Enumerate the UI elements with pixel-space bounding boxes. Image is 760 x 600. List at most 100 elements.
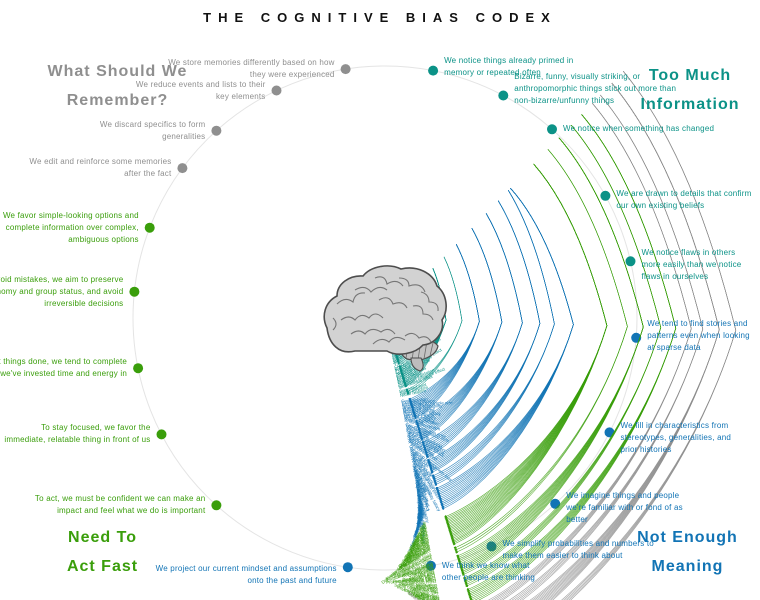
bias-marker: [455, 550, 459, 554]
bias-label: Insensitivity to sample size: [402, 400, 454, 407]
category-dot: [547, 124, 557, 135]
bias-branch: [443, 188, 574, 509]
bias-branch: [421, 227, 503, 439]
bias-label: IKEA effect: [413, 568, 436, 578]
bias-branch: [431, 200, 541, 473]
category-description: We project our current mindset and assum…: [155, 564, 337, 586]
bias-marker: [469, 598, 473, 600]
category-description: To avoid mistakes, we aim to preserve au…: [0, 274, 124, 308]
category-dot: [177, 163, 188, 174]
category-description: We think we know what other people are t…: [441, 560, 535, 582]
bias-branch: [501, 103, 692, 600]
bias-label: System justification: [400, 581, 438, 587]
bias-label: Naïve realism: [400, 388, 427, 398]
bias-branch: [552, 82, 720, 600]
bias-label: Pareidolia: [404, 416, 424, 425]
category-dot: [625, 256, 636, 267]
bias-marker: [433, 477, 436, 481]
category-description: To act, we must be confident we can make…: [34, 494, 206, 516]
category-description: Bizarre, funny, visually striking, or an…: [514, 72, 677, 106]
brain-icon: [323, 265, 447, 372]
bias-label: Illusion of external agency: [415, 487, 427, 538]
bias-branch: [442, 188, 574, 506]
category-dot: [498, 90, 509, 101]
bias-branch: [437, 188, 574, 492]
bias-branch: [435, 190, 555, 485]
bias-marker: [465, 584, 469, 588]
bias-branch: [441, 188, 574, 505]
bias-branch: [455, 149, 628, 548]
category-dot: [144, 222, 155, 233]
bias-marker: [414, 416, 417, 419]
quadrant-label-too-much-information: Too Much Information: [640, 67, 740, 113]
bias-label: Law of Triviality: [412, 591, 442, 600]
category-dot: [600, 190, 611, 201]
bias-marker: [441, 507, 445, 510]
bias-label: Social comparison bias: [394, 582, 438, 593]
bias-label: Belief bias: [420, 592, 440, 600]
brain-gyri: [332, 276, 439, 345]
category-dot: [211, 125, 222, 136]
category-dot: [156, 429, 167, 440]
bias-label: Processing difficulty effect: [386, 576, 437, 585]
bias-branch: [478, 114, 677, 600]
category-dot: [129, 286, 140, 297]
quadrant-label-not-enough-meaning: Not Enough Meaning: [637, 529, 738, 575]
quadrant-label-what-should-we-remember: What Should We Remember?: [47, 63, 188, 109]
category-dot: [604, 427, 615, 438]
bias-marker: [452, 542, 456, 546]
category-description: We store memories differently based on h…: [168, 58, 335, 80]
bias-label: Endowment effect: [401, 577, 436, 584]
bias-branch: [441, 188, 574, 503]
brain-stem: [410, 357, 424, 372]
category-description: We fill in characteristics from stereoty…: [620, 421, 732, 455]
bias-branch: [439, 188, 574, 498]
bias-label: Declinism: [416, 500, 423, 519]
bias-branch: [407, 256, 463, 394]
category-description: We favor simple-looking options and comp…: [2, 210, 139, 244]
bias-marker: [430, 470, 434, 474]
category-dot: [425, 560, 436, 571]
bias-branch: [570, 71, 737, 600]
bias-label: Hot-hand fallacy: [404, 413, 436, 423]
bias-label: Pseudocertainty effect: [393, 574, 437, 584]
quadrant-label-need-to-act-fast: Need To Act Fast: [66, 529, 139, 575]
bias-label: Illusion of asymmetric insight: [416, 489, 427, 545]
bias-label: Backfire effect: [409, 579, 437, 585]
bias-branch: [453, 163, 608, 542]
category-description: To stay focused, we favor the immediate,…: [4, 423, 151, 445]
bias-label: Loss aversion: [407, 566, 435, 578]
category-dot: [340, 64, 351, 75]
bias-label: Reactance: [417, 584, 439, 591]
bias-marker: [397, 361, 401, 365]
bias-branch: [440, 188, 574, 501]
bias-label: Ambiguity bias: [411, 588, 439, 600]
category-description: We reduce events and lists to their key …: [135, 79, 266, 101]
bias-marker: [462, 573, 465, 576]
bias-marker: [425, 455, 429, 459]
bias-marker: [453, 546, 457, 550]
category-dot: [271, 85, 282, 96]
bias-branch: [442, 188, 574, 508]
category-description: We edit and reinforce some memories afte…: [29, 157, 172, 179]
bias-marker: [406, 392, 410, 395]
bias-label: Time-saving bias: [412, 507, 424, 540]
bias-marker: [434, 481, 437, 484]
category-dot: [550, 498, 561, 509]
bias-label: Decoy effect: [414, 584, 439, 592]
bias-marker: [405, 388, 409, 392]
bias-label: Hindsight bias: [417, 496, 423, 523]
bias-marker: [420, 437, 424, 441]
bias-marker: [454, 548, 458, 552]
category-description: We simplify probabilities and numbers to…: [502, 539, 654, 561]
category-dot: [133, 363, 144, 374]
bias-branch: [438, 188, 574, 494]
bias-label: Confabulation: [401, 396, 428, 403]
bias-label: Reverse psychology: [398, 582, 438, 589]
bias-marker: [434, 483, 438, 486]
category-dot: [342, 562, 353, 573]
bias-branch: [521, 94, 704, 600]
bias-branch: [453, 163, 608, 545]
